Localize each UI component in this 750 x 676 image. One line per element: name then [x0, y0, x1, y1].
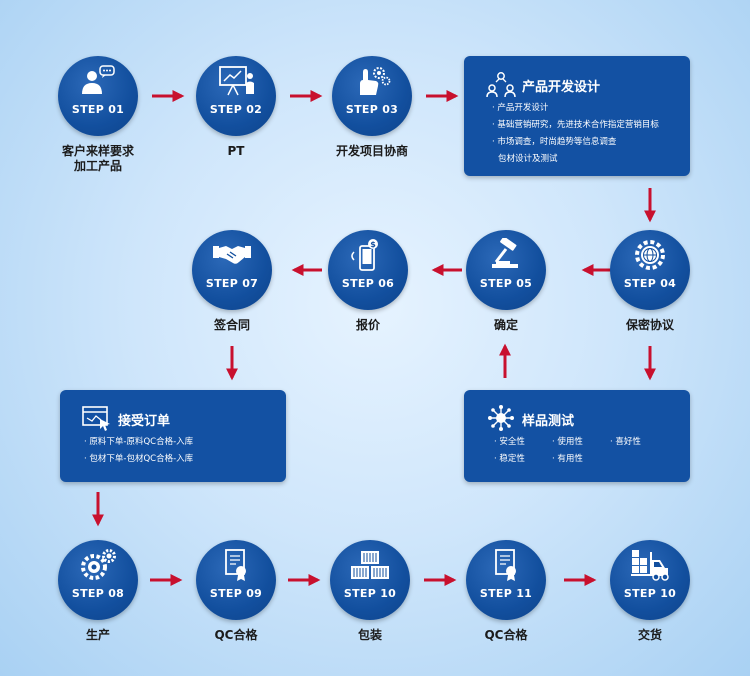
step-caption: QC合格	[484, 628, 528, 642]
svg-text:$: $	[370, 240, 376, 249]
list-item: 包材设计及测试	[498, 154, 558, 164]
step-10-delivery: STEP 10 交货	[610, 540, 690, 642]
molecule-icon	[488, 405, 514, 431]
step-caption: 确定	[493, 318, 518, 332]
step-caption: 开发项目协商	[335, 144, 408, 158]
sample-test-box: 样品测试 安全性使用性喜好性 稳定性有用性	[464, 390, 690, 482]
list-item: 有用性	[552, 451, 610, 468]
step-caption: 客户来样要求 加工产品	[61, 144, 134, 173]
step-06-circle: $ STEP 06	[328, 230, 408, 310]
list-item: 市场调查，时尚趋势等信息调查	[492, 134, 659, 151]
list-item: 产品开发设计	[492, 100, 659, 117]
list-item: 原料下单-原料QC合格-入库	[84, 434, 193, 451]
step-label: STEP 03	[345, 103, 399, 116]
step-label: STEP 04	[623, 277, 677, 290]
step-09-circle: STEP 09	[196, 540, 276, 620]
step-05: STEP 05 确定	[466, 230, 546, 332]
step-04-circle: STEP 04	[610, 230, 690, 310]
team-network-icon	[486, 72, 516, 98]
step-label: STEP 02	[209, 103, 263, 116]
certificate-icon	[225, 549, 246, 581]
step-label: STEP 01	[71, 103, 125, 116]
box-title: 产品开发设计	[522, 80, 601, 95]
list-item: 基础营销研究，先进技术合作指定营销目标	[492, 117, 659, 134]
step-02: STEP 02 PT	[196, 56, 276, 158]
step-02-circle: STEP 02	[196, 56, 276, 136]
list-item: 使用性	[552, 434, 610, 451]
forklift-icon	[631, 550, 669, 581]
step-04: STEP 04 保密协议	[610, 230, 690, 332]
step-caption: PT	[227, 144, 245, 158]
step-09: STEP 09 QC合格	[196, 540, 276, 642]
handshake-icon	[213, 246, 251, 264]
step-label: STEP 09	[209, 587, 263, 600]
gear-globe-icon	[635, 240, 665, 270]
step-10-delivery-circle: STEP 10	[610, 540, 690, 620]
step-caption: 签合同	[213, 318, 250, 332]
step-07-circle: STEP 07	[192, 230, 272, 310]
step-06: $ STEP 06 报价	[328, 230, 408, 332]
presentation-board-icon	[219, 66, 254, 96]
certificate-icon	[495, 549, 516, 581]
list-item: 包材下单-包材QC合格-入库	[84, 451, 193, 468]
step-01-circle: STEP 01	[58, 56, 138, 136]
list-item: 喜好性	[610, 434, 668, 451]
phone-dollar-icon: $	[351, 239, 378, 271]
hand-gear-icon	[360, 67, 391, 95]
order-box: 接受订单 原料下单-原料QC合格-入库 包材下单-包材QC合格-入库	[60, 390, 286, 482]
step-label: STEP 10	[623, 587, 677, 600]
box-title: 接受订单	[118, 414, 171, 429]
step-10-packing: STEP 10 包装	[330, 540, 410, 642]
list-item: 安全性	[494, 434, 552, 451]
step-label: STEP 05	[479, 277, 533, 290]
step-03-circle: STEP 03	[332, 56, 412, 136]
step-label: STEP 10	[343, 587, 397, 600]
step-10-packing-circle: STEP 10	[330, 540, 410, 620]
step-caption: 报价	[355, 318, 380, 332]
list-item: 稳定性	[494, 451, 552, 468]
step-label: STEP 06	[341, 277, 395, 290]
step-caption: 生产	[85, 628, 110, 642]
step-caption: 保密协议	[625, 318, 674, 332]
step-caption: QC合格	[214, 628, 258, 642]
step-05-circle: STEP 05	[466, 230, 546, 310]
step-08-circle: STEP 08	[58, 540, 138, 620]
gavel-icon	[492, 238, 518, 268]
step-11: STEP 11 QC合格	[466, 540, 546, 642]
step-08: STEP 08 生产	[58, 540, 138, 642]
step-label: STEP 07	[205, 277, 259, 290]
product-dev-box: 产品开发设计 产品开发设计 基础营销研究，先进技术合作指定营销目标 市场调查，时…	[464, 56, 690, 176]
step-03: STEP 03 开发项目协商	[332, 56, 412, 158]
box-items: 安全性使用性喜好性 稳定性有用性	[494, 434, 668, 468]
step-01: STEP 01 客户来样要求 加工产品	[58, 56, 138, 173]
gears-icon	[81, 549, 116, 580]
containers-icon	[351, 551, 389, 579]
step-caption: 包装	[357, 628, 382, 642]
box-items: 产品开发设计 基础营销研究，先进技术合作指定营销目标 市场调查，时尚趋势等信息调…	[492, 100, 659, 168]
consultant-speech-icon	[82, 65, 115, 94]
box-title: 样品测试	[522, 414, 575, 429]
step-07: STEP 07 签合同	[192, 230, 272, 332]
step-caption: 交货	[637, 628, 662, 642]
step-label: STEP 11	[479, 587, 533, 600]
step-11-circle: STEP 11	[466, 540, 546, 620]
box-items: 原料下单-原料QC合格-入库 包材下单-包材QC合格-入库	[84, 434, 193, 468]
step-label: STEP 08	[71, 587, 125, 600]
browser-cursor-icon	[82, 406, 110, 431]
